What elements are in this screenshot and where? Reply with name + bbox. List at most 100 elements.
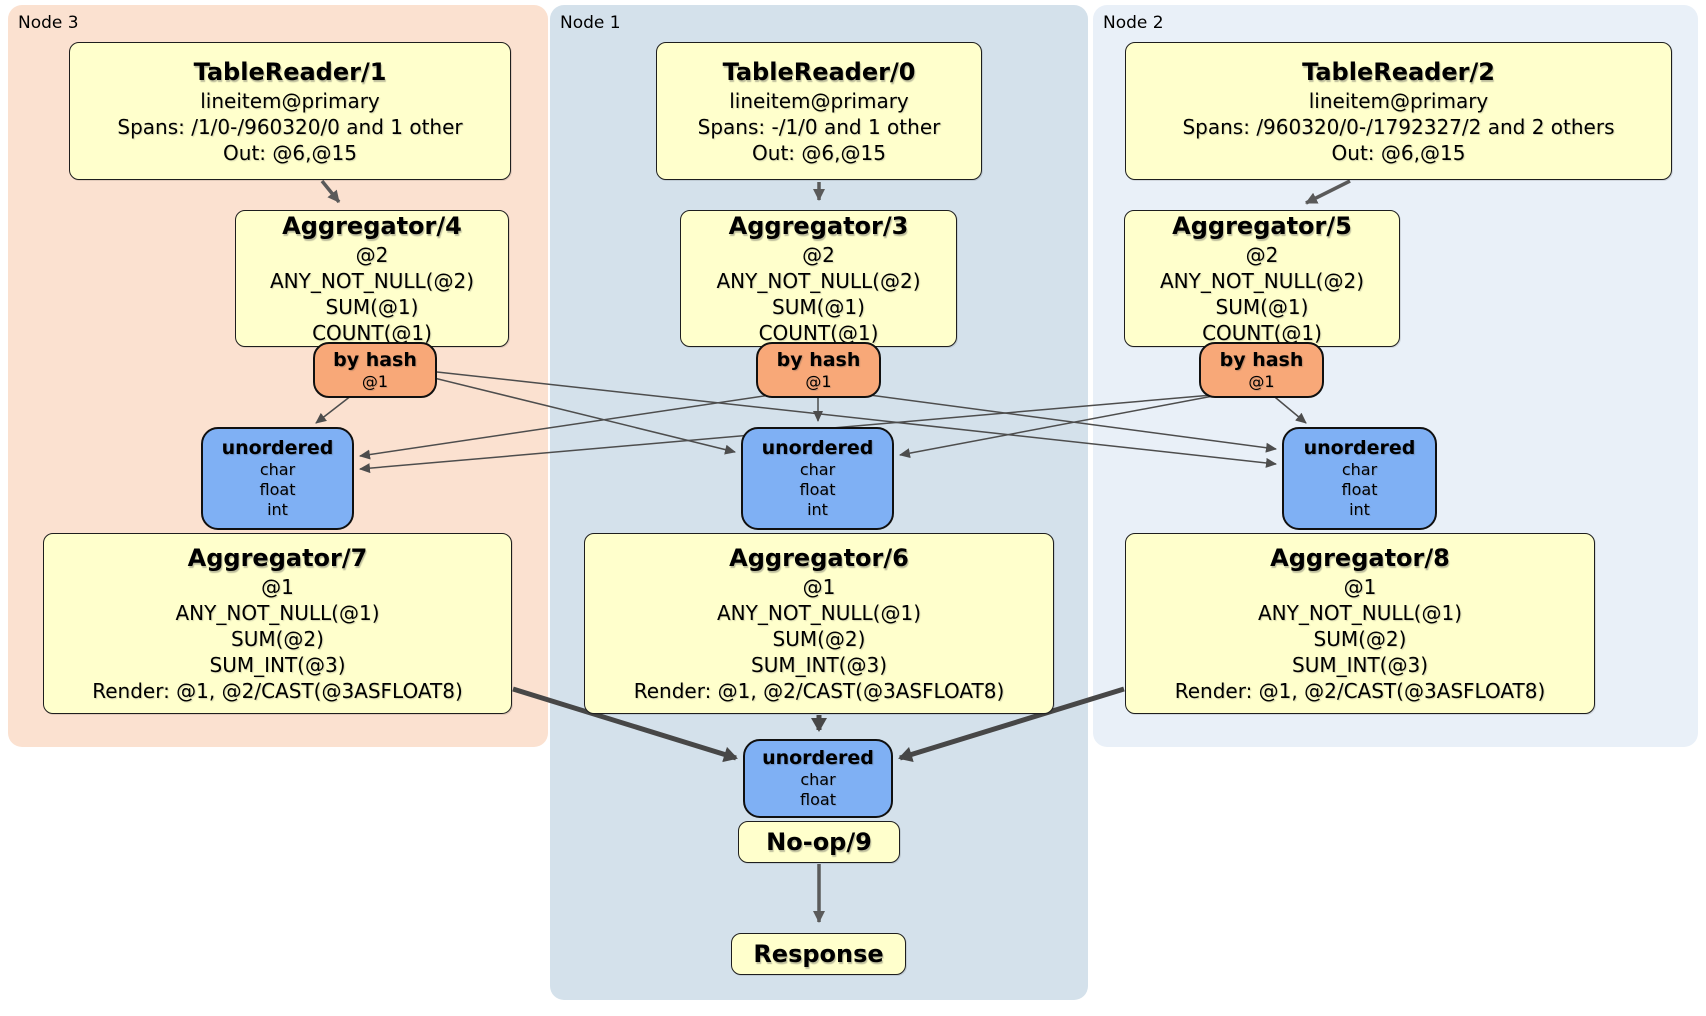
processor-line: ANY_NOT_NULL(@2) xyxy=(1160,269,1364,293)
sync-line: int xyxy=(1349,500,1370,519)
processor-line: ANY_NOT_NULL(@1) xyxy=(175,601,380,625)
processor-line: ANY_NOT_NULL(@1) xyxy=(717,601,921,625)
sync-line: float xyxy=(1341,480,1378,499)
processor-aggregator-7: Aggregator/7 @1 ANY_NOT_NULL(@1) SUM(@2)… xyxy=(43,533,512,714)
processor-aggregator-3: Aggregator/3 @2 ANY_NOT_NULL(@2) SUM(@1)… xyxy=(680,210,957,347)
sync-line: float xyxy=(800,790,836,809)
processor-title: Aggregator/8 xyxy=(1270,544,1450,572)
processor-line: @2 xyxy=(355,243,389,267)
processor-line: lineitem@primary xyxy=(200,88,380,113)
processor-title: TableReader/2 xyxy=(1302,57,1495,86)
processor-line: @1 xyxy=(802,575,836,599)
processor-line: lineitem@primary xyxy=(729,88,909,113)
processor-line: ANY_NOT_NULL(@2) xyxy=(716,269,921,293)
sync-line: char xyxy=(800,770,836,789)
processor-tablereader-2: TableReader/2 lineitem@primary Spans: /9… xyxy=(1125,42,1672,180)
processor-title: Aggregator/6 xyxy=(729,544,909,572)
processor-title: TableReader/0 xyxy=(722,57,916,86)
processor-line: SUM_INT(@3) xyxy=(1292,653,1428,677)
processor-aggregator-8: Aggregator/8 @1 ANY_NOT_NULL(@1) SUM(@2)… xyxy=(1125,533,1595,714)
sync-title: unordered xyxy=(762,747,874,769)
router-line: @1 xyxy=(1248,371,1275,391)
processor-title: Aggregator/5 xyxy=(1172,212,1352,240)
unordered-sync-node2: unordered char float int xyxy=(1282,427,1437,530)
edge-tablereader2-aggregator5 xyxy=(1305,179,1351,205)
processor-line: SUM(@1) xyxy=(772,295,865,319)
edge-aggregator8-syncfinal xyxy=(898,686,1125,763)
processor-noop-9: No-op/9 xyxy=(738,821,900,863)
unordered-sync-node3: unordered char float int xyxy=(201,427,354,530)
sync-line: int xyxy=(267,500,288,519)
sync-title: unordered xyxy=(761,437,874,459)
processor-title: Aggregator/3 xyxy=(728,212,909,240)
processor-line: SUM(@2) xyxy=(1313,627,1407,651)
sync-title: unordered xyxy=(221,437,334,459)
edge-tablereader1-aggregator4 xyxy=(320,179,341,204)
processor-line: @1 xyxy=(261,575,294,599)
sync-line: char xyxy=(1341,460,1378,479)
processor-title: Response xyxy=(753,939,884,968)
processor-line: COUNT(@1) xyxy=(312,321,432,345)
processor-title: TableReader/1 xyxy=(193,57,387,86)
processor-line: @2 xyxy=(802,243,835,267)
processor-line: Out: @6,@15 xyxy=(1331,140,1466,165)
processor-line: Render: @1, @2/CAST(@3ASFLOAT8) xyxy=(1174,679,1546,703)
processor-line: Render: @1, @2/CAST(@3ASFLOAT8) xyxy=(633,679,1005,703)
router-title: by hash xyxy=(1219,348,1304,371)
response-box: Response xyxy=(731,933,906,975)
router-line: @1 xyxy=(805,371,832,391)
edge-router2-sync2 xyxy=(1269,392,1307,424)
hash-router-node3: by hash @1 xyxy=(313,342,437,398)
processor-title: Aggregator/7 xyxy=(187,544,368,572)
processor-line: SUM(@2) xyxy=(231,627,324,651)
processor-aggregator-4: Aggregator/4 @2 ANY_NOT_NULL(@2) SUM(@1)… xyxy=(235,210,509,347)
processor-title: No-op/9 xyxy=(766,827,872,856)
processor-line: SUM(@1) xyxy=(1215,295,1309,319)
sync-line: float xyxy=(799,480,836,499)
node1-label: Node 1 xyxy=(560,13,621,33)
processor-line: COUNT(@1) xyxy=(758,321,879,345)
processor-title: Aggregator/4 xyxy=(282,212,462,240)
processor-line: Spans: /1/0-/960320/0 and 1 other xyxy=(117,114,463,139)
processor-line: Out: @6,@15 xyxy=(752,140,886,165)
processor-line: Spans: -/1/0 and 1 other xyxy=(697,114,941,139)
processor-line: SUM_INT(@3) xyxy=(751,653,887,677)
edge-router3-sync1 xyxy=(433,377,736,455)
processor-line: Spans: /960320/0-/1792327/2 and 2 others xyxy=(1182,114,1615,139)
router-title: by hash xyxy=(333,348,417,371)
unordered-sync-final: unordered char float xyxy=(743,739,893,818)
sync-line: int xyxy=(807,500,828,519)
sync-title: unordered xyxy=(1303,437,1416,459)
hash-router-node1: by hash @1 xyxy=(756,342,881,398)
edge-router1-sync2 xyxy=(831,389,1277,453)
processor-line: SUM(@1) xyxy=(325,295,419,319)
sync-line: float xyxy=(259,480,296,499)
processor-line: @1 xyxy=(1343,575,1377,599)
node3-label: Node 3 xyxy=(18,13,79,33)
edge-aggregator7-syncfinal xyxy=(512,686,738,763)
edge-router1-sync3 xyxy=(359,389,805,460)
processor-line: SUM_INT(@3) xyxy=(209,653,346,677)
processor-line: lineitem@primary xyxy=(1308,88,1489,113)
hash-router-node2: by hash @1 xyxy=(1199,342,1324,398)
processor-aggregator-6: Aggregator/6 @1 ANY_NOT_NULL(@1) SUM(@2)… xyxy=(584,533,1054,714)
sync-line: char xyxy=(799,460,836,479)
processor-aggregator-5: Aggregator/5 @2 ANY_NOT_NULL(@2) SUM(@1)… xyxy=(1124,210,1400,347)
processor-line: Render: @1, @2/CAST(@3ASFLOAT8) xyxy=(92,679,463,703)
edge-router3-sync2 xyxy=(436,371,1277,468)
sync-line: char xyxy=(259,460,296,479)
processor-tablereader-0: TableReader/0 lineitem@primary Spans: -/… xyxy=(656,42,982,180)
processor-line: COUNT(@1) xyxy=(1202,321,1322,345)
processor-line: @2 xyxy=(1245,243,1279,267)
processor-tablereader-1: TableReader/1 lineitem@primary Spans: /1… xyxy=(69,42,511,180)
router-line: @1 xyxy=(361,371,389,391)
router-title: by hash xyxy=(776,348,861,371)
node2-label: Node 2 xyxy=(1103,13,1164,33)
edge-router2-sync1 xyxy=(899,389,1246,459)
processor-line: SUM(@2) xyxy=(772,627,866,651)
unordered-sync-node1: unordered char float int xyxy=(741,427,894,530)
processor-line: ANY_NOT_NULL(@1) xyxy=(1258,601,1462,625)
processor-line: Out: @6,@15 xyxy=(223,140,357,165)
